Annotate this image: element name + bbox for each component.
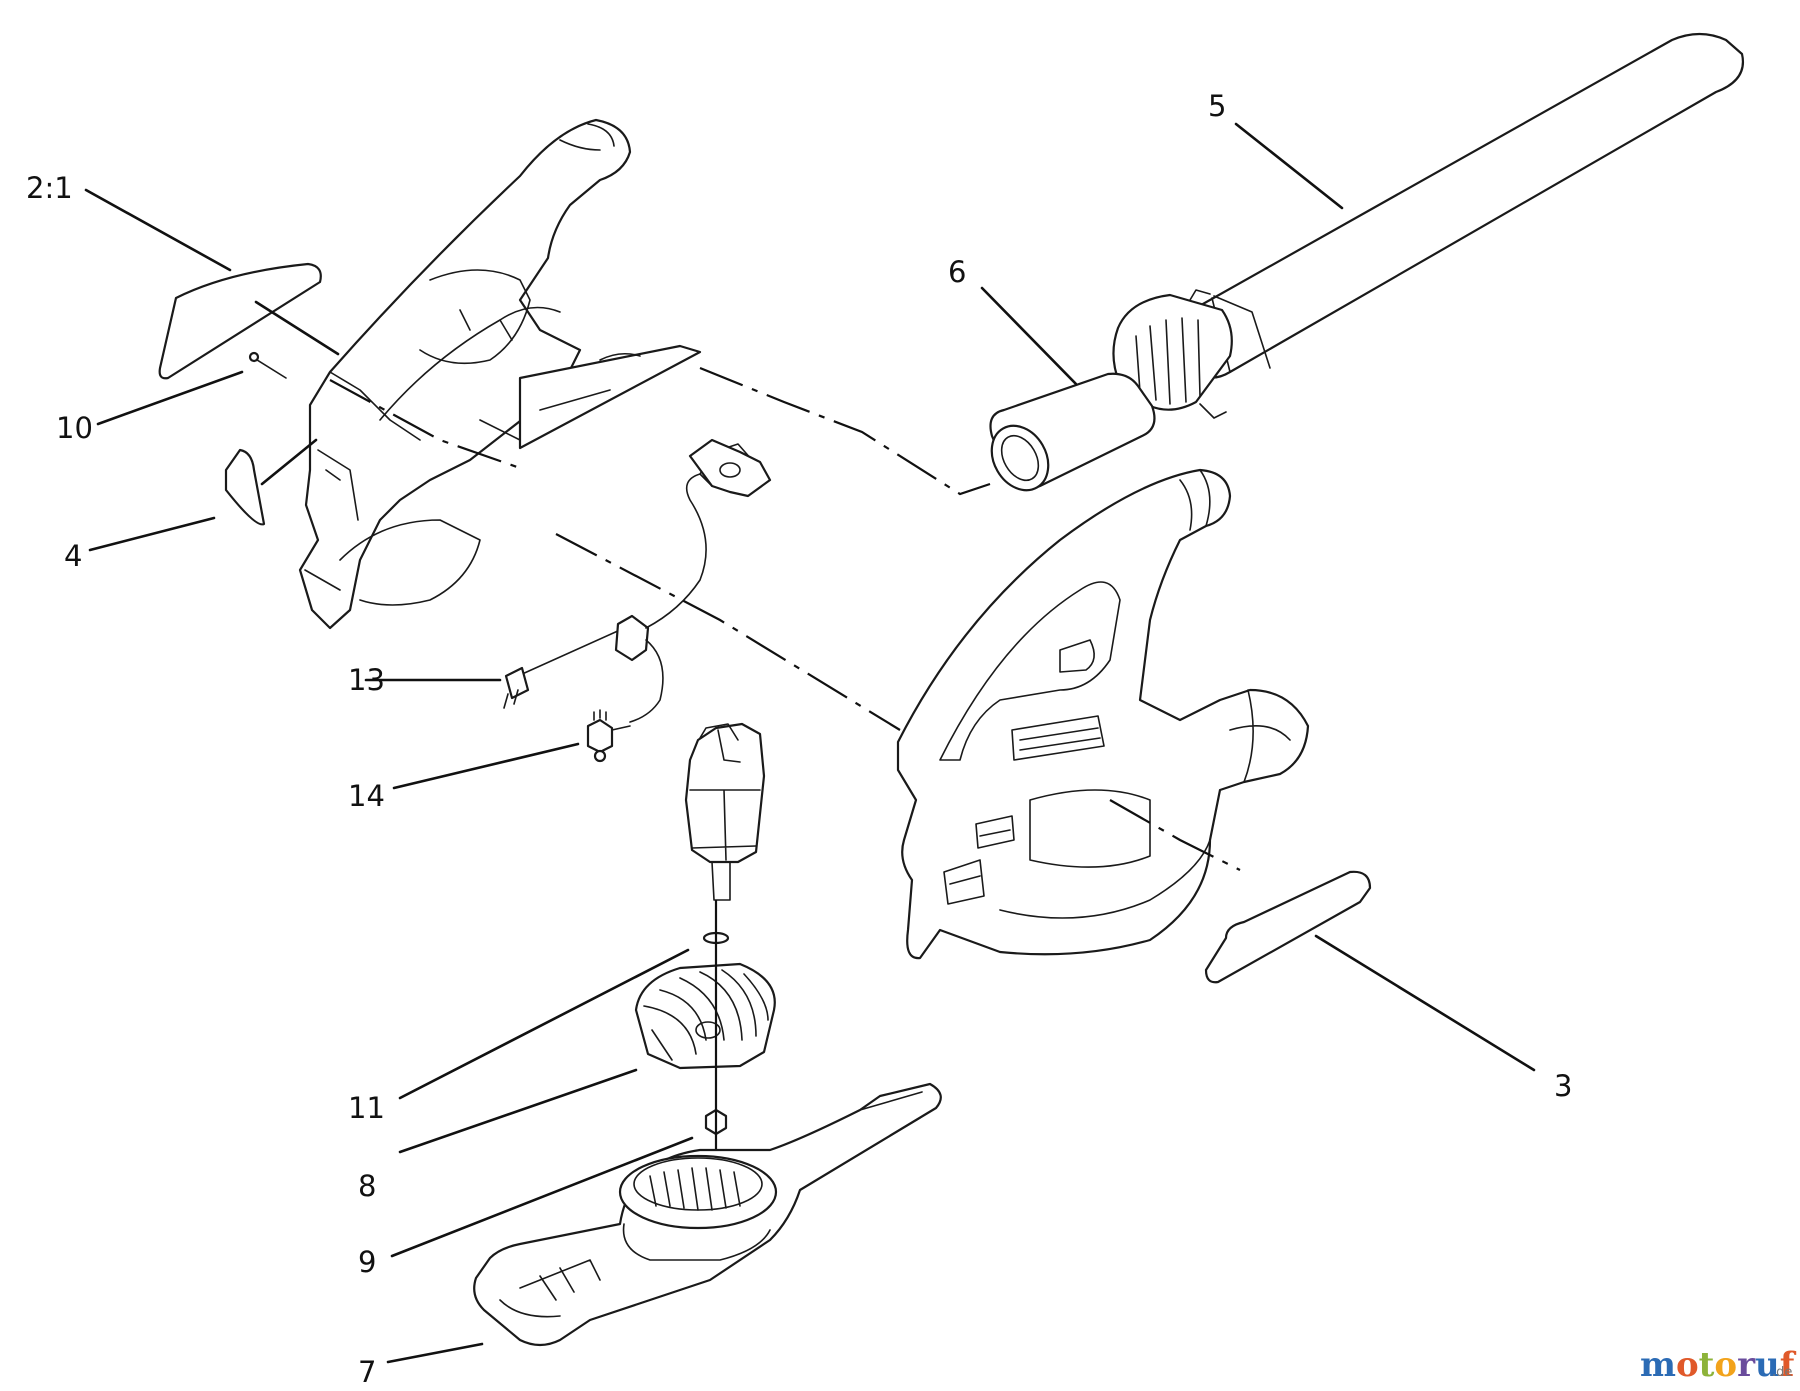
callout-2-1: 2:1: [26, 171, 73, 205]
callout-13: 13: [348, 663, 385, 697]
callout-labels: 2:1 10 4 13 14 11 8 9 7 5 6 3: [26, 89, 1572, 1389]
callout-14: 14: [348, 779, 385, 813]
motor: [684, 722, 766, 901]
watermark-letter: r: [1737, 1345, 1756, 1385]
part-5-blower-tube: [1112, 32, 1745, 419]
callout-3: 3: [1554, 1069, 1572, 1103]
leader-lines: [84, 122, 1536, 1364]
part-3-housing-right: [896, 468, 1310, 960]
watermark-text: motoruf: [1640, 1345, 1797, 1385]
watermark-logo: motoruf .de: [1640, 1345, 1797, 1385]
watermark-letter: m: [1640, 1345, 1676, 1385]
callout-7: 7: [358, 1355, 376, 1389]
assembly-centerlines: [329, 366, 1241, 871]
watermark-suffix: .de: [1772, 1365, 1792, 1380]
part-7-base: [473, 1082, 942, 1347]
housing-left-half: [298, 118, 702, 630]
callout-10: 10: [56, 411, 93, 445]
part-4-decal: [224, 448, 266, 526]
part-8-impeller: [634, 962, 776, 1070]
part-6-adapter: [989, 372, 1156, 492]
part-14-switch: [586, 709, 631, 763]
watermark-letter: f: [1780, 1345, 1797, 1385]
watermark-letter: o: [1714, 1345, 1737, 1385]
watermark-letter: u: [1755, 1345, 1780, 1385]
callout-9: 9: [358, 1245, 376, 1279]
callout-8: 8: [358, 1169, 376, 1203]
callout-4: 4: [64, 539, 82, 573]
watermark-letter: o: [1676, 1345, 1699, 1385]
part-10-screw: [248, 351, 287, 379]
part-2-1-decal: [158, 262, 322, 380]
part-13-cord: [503, 438, 772, 723]
callout-6: 6: [948, 255, 966, 289]
watermark-letter: t: [1699, 1345, 1715, 1385]
part-3-decal: [1204, 870, 1372, 984]
callout-11: 11: [348, 1091, 385, 1125]
callout-5: 5: [1208, 89, 1226, 123]
